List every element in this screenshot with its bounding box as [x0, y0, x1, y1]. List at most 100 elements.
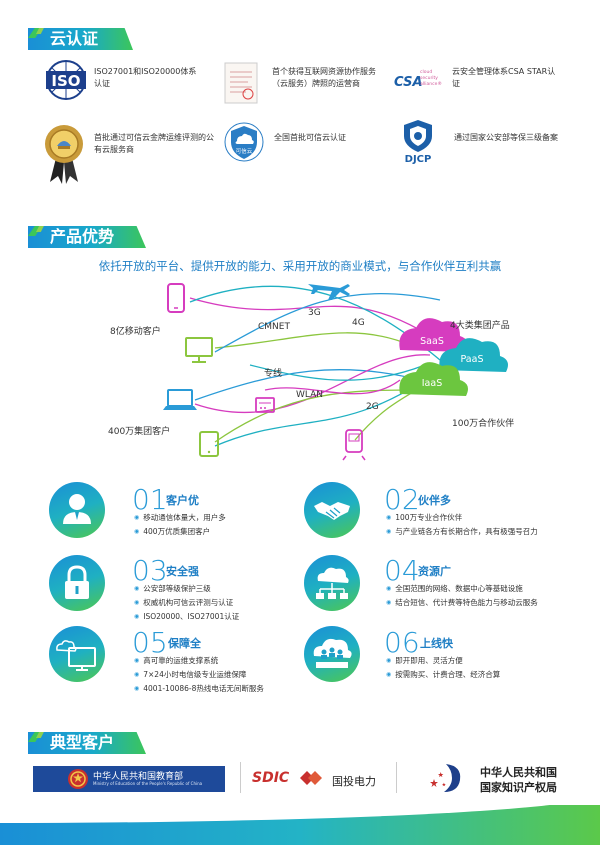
adv-title-03: 安全强	[166, 565, 199, 578]
laptop-icon	[163, 389, 197, 410]
djcp-logo-icon: DJCP	[396, 118, 440, 165]
curve-train-iaas	[354, 387, 421, 441]
curve-tablet-iaas	[214, 389, 421, 443]
adv-03-bullet-2: 权威机构可信云评测与认证	[134, 597, 233, 609]
curve-laptop-iaas	[194, 368, 421, 401]
label-3g: 3G	[308, 308, 321, 318]
cloud-network-icon	[316, 567, 349, 599]
tablet-icon	[199, 431, 219, 457]
network-diagram: SaaS PaaS IaaS	[163, 283, 508, 461]
label-4g: 4G	[352, 318, 365, 328]
adv-03-bullet-3: ISO20000、ISO27001认证	[134, 611, 239, 623]
svg-text:alliance®: alliance®	[420, 80, 442, 87]
svg-text:PaaS: PaaS	[461, 354, 484, 365]
adv-title-06: 上线快	[420, 637, 453, 650]
adv-section-banner: 产品优势	[28, 226, 146, 248]
cloud-users-icon-circle	[304, 626, 360, 682]
label-products: 4大类集团产品	[450, 321, 510, 331]
cert-text-iso: ISO27001和ISO20000体系认证	[94, 67, 197, 88]
adv-02-bullet-2: 与产业链各方有长期合作，具有极强号召力	[386, 526, 538, 538]
csa-logo-icon: CSA cloud security alliance®	[392, 66, 448, 92]
adv-num-06: 06	[384, 626, 420, 659]
adv-num-04: 04	[384, 554, 420, 587]
moe-logo-en: Ministry of Education of the People's Re…	[93, 781, 203, 786]
lock-icon-circle	[49, 555, 105, 611]
curve-pc-saas	[214, 332, 411, 349]
monitor-cloud-icon	[56, 640, 96, 671]
moe-logo-text: 中华人民共和国教育部	[93, 772, 184, 782]
client-section-title: 典型客户	[50, 733, 115, 752]
adv-title-05: 保障全	[168, 637, 201, 650]
adv-04-bullet-1: 全国范围的网络、数据中心等基础设施	[386, 583, 523, 595]
adv-02-bullet-1: 100万专业合作伙伴	[386, 512, 462, 524]
license-document-icon	[224, 62, 258, 104]
adv-section-title: 产品优势	[50, 227, 115, 246]
adv-01-bullet-1: 移动通信体量大，用户多	[134, 512, 226, 524]
adv-05-bullet-3: 4001-10086-8热线电话无间断服务	[134, 683, 264, 695]
curve-line	[249, 364, 426, 381]
adv-num-05: 05	[132, 626, 168, 659]
train-icon	[342, 429, 366, 461]
cnipa-line1: 中华人民共和国	[480, 766, 557, 779]
label-wlan: WLAN	[296, 390, 324, 400]
sdic-cn-text: 国投电力	[332, 775, 376, 788]
cert-section-title: 云认证	[50, 29, 99, 48]
headline: 依托开放的平台、提供开放的能力、采用开放的商业模式，与合作伙伴互利共赢	[98, 259, 502, 273]
adv-num-03: 03	[132, 554, 168, 587]
router-icon	[255, 397, 275, 413]
iso-logo-text: ISO	[51, 72, 80, 90]
monitor-icon	[185, 337, 213, 363]
handshake-icon	[314, 502, 350, 520]
label-group-clients: 400万集团客户	[108, 427, 171, 437]
adv-05-bullet-2: 7×24小时电信级专业运维保障	[134, 669, 246, 681]
csa-logo-text: CSA	[394, 75, 423, 90]
cert-text-gold: 首批通过可信云金牌运维评测的公有云服务商	[94, 133, 214, 154]
cnipa-logo-icon	[430, 764, 461, 792]
adv-num-01: 01	[132, 483, 168, 516]
curve-pc-4g	[214, 293, 441, 353]
label-cmnet: CMNET	[258, 322, 290, 332]
iaas-cloud-icon: IaaS	[399, 362, 468, 396]
paas-cloud-icon: PaaS	[439, 338, 508, 372]
cert-section-banner: 云认证	[28, 28, 133, 50]
adv-04-bullet-2: 结合短信、代计费等特色能力与移动云服务	[386, 597, 538, 609]
adv-01-bullet-2: 400万优质集团客户	[134, 526, 210, 538]
monitor-cloud-icon-circle	[49, 626, 105, 682]
cnipa-line2: 国家知识产权局	[480, 781, 557, 794]
adv-06-bullet-1: 即开即用、灵活方便	[386, 655, 463, 667]
curve-mobile-saas	[189, 297, 421, 331]
moe-logo: 中华人民共和国教育部 Ministry of Education of the …	[33, 766, 225, 792]
adv-title-02: 伙伴多	[418, 494, 451, 507]
client-section-banner: 典型客户	[28, 732, 146, 754]
svg-text:IaaS: IaaS	[422, 378, 442, 389]
cert-text-djcp: 通过国家公安部等保三级备案	[454, 133, 558, 142]
national-emblem-icon	[68, 769, 88, 789]
client-divider-1	[240, 762, 241, 796]
client-divider-2	[396, 762, 397, 796]
gold-medal-icon	[44, 124, 84, 184]
trusted-cloud-shield-icon: 可信云	[224, 122, 264, 162]
label-2g: 2G	[366, 402, 379, 412]
adv-03-bullet-1: 公安部等级保护三级	[134, 583, 211, 595]
cert-text-csa: 云安全管理体系CSA STAR认证	[452, 67, 556, 88]
svg-text:SaaS: SaaS	[420, 336, 444, 347]
user-icon	[63, 494, 91, 524]
cloud-users-icon	[313, 638, 352, 668]
svg-text:security: security	[420, 75, 438, 81]
lock-icon	[65, 565, 89, 599]
cloud-network-icon-circle	[304, 555, 360, 611]
adv-title-01: 客户优	[166, 494, 199, 507]
cert-text-license: 首个获得互联网资源协作服务（云服务）牌照的运营商	[272, 67, 376, 88]
adv-05-bullet-1: 高可靠的运维支撑系统	[134, 655, 218, 667]
adv-title-04: 资源广	[418, 565, 451, 578]
smartphone-icon	[167, 283, 185, 313]
label-mobile-users: 8亿移动客户	[110, 327, 161, 337]
trusted-cloud-text: 可信云	[236, 147, 253, 155]
user-icon-circle	[49, 482, 105, 538]
djcp-logo-text: DJCP	[405, 154, 432, 164]
label-line: 专线	[264, 369, 283, 379]
adv-num-02: 02	[384, 483, 420, 516]
saas-cloud-icon: SaaS	[399, 318, 468, 352]
sdic-logo-text: SDIC	[252, 770, 290, 786]
handshake-icon-circle	[304, 482, 360, 538]
